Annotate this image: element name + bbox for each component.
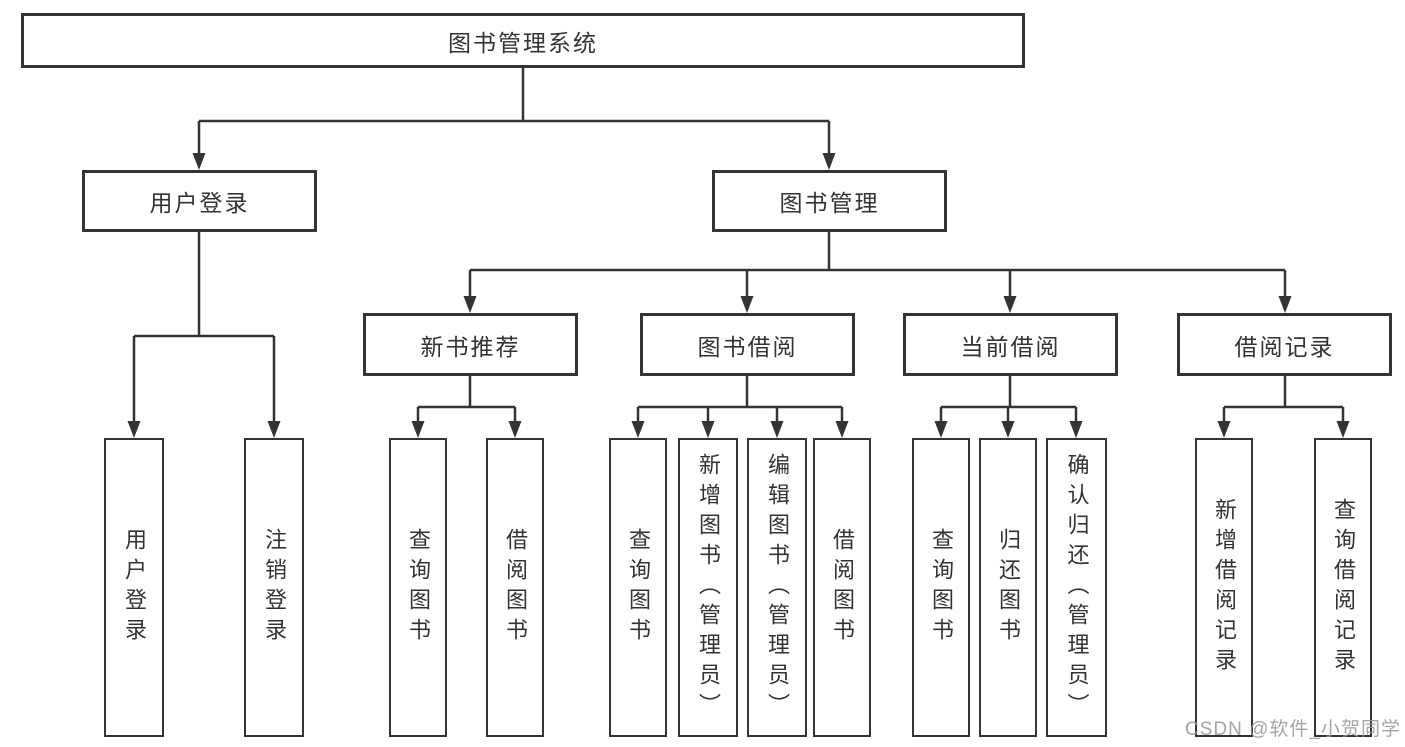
node-leaf-logout: 注销登录 xyxy=(244,438,304,737)
node-label: 新书推荐 xyxy=(420,333,521,360)
node-leaf-user-login: 用户登录 xyxy=(104,438,164,737)
node-borrow-records: 借阅记录 xyxy=(1177,313,1392,376)
node-leaf-add-borrow-record: 新增借阅记录 xyxy=(1195,438,1253,737)
node-leaf-query-books-borrow: 查询图书 xyxy=(609,438,667,737)
node-current-borrow: 当前借阅 xyxy=(903,313,1118,376)
node-leaf-query-books-current: 查询图书 xyxy=(912,438,970,737)
node-leaf-add-book-admin: 新增图书（管理员） xyxy=(678,438,738,737)
node-label: 确认归还（管理员） xyxy=(1064,452,1090,723)
node-label: 查询图书 xyxy=(626,527,651,648)
node-book-management: 图书管理 xyxy=(712,170,947,232)
node-leaf-borrow-books-recommend: 借阅图书 xyxy=(486,438,544,737)
node-label: 用户登录 xyxy=(149,190,250,216)
node-label: 当前借阅 xyxy=(960,333,1061,360)
node-label: 图书管理系统 xyxy=(448,29,598,56)
node-label: 查询借阅记录 xyxy=(1331,497,1356,678)
node-label: 注销登录 xyxy=(262,527,287,648)
node-book-borrow: 图书借阅 xyxy=(640,313,855,376)
node-leaf-borrow-books: 借阅图书 xyxy=(813,438,871,737)
node-label: 用户登录 xyxy=(122,527,147,648)
node-new-book-recommend: 新书推荐 xyxy=(363,313,578,376)
node-label: 新增借阅记录 xyxy=(1212,497,1237,678)
watermark: CSDN @软件_小贺同学 xyxy=(1185,719,1401,740)
node-leaf-query-borrow-record: 查询借阅记录 xyxy=(1314,438,1372,737)
node-label: 图书管理 xyxy=(779,190,880,216)
node-label: 归还图书 xyxy=(996,527,1021,648)
node-leaf-return-books: 归还图书 xyxy=(979,438,1037,737)
node-label: 借阅图书 xyxy=(503,527,528,648)
node-leaf-query-books-recommend: 查询图书 xyxy=(389,438,447,737)
node-label: 图书借阅 xyxy=(697,333,798,360)
node-library-management-system: 图书管理系统 xyxy=(21,13,1025,68)
node-label: 查询图书 xyxy=(406,527,431,648)
node-label: 编辑图书（管理员） xyxy=(765,452,790,723)
node-label: 新增图书（管理员） xyxy=(696,452,721,723)
node-label: 借阅图书 xyxy=(830,527,855,648)
node-leaf-edit-book-admin: 编辑图书（管理员） xyxy=(747,438,807,737)
node-label: 借阅记录 xyxy=(1234,333,1335,360)
node-leaf-confirm-return-admin: 确认归还（管理员） xyxy=(1046,438,1107,737)
node-user-login: 用户登录 xyxy=(82,170,317,232)
node-label: 查询图书 xyxy=(929,527,954,648)
